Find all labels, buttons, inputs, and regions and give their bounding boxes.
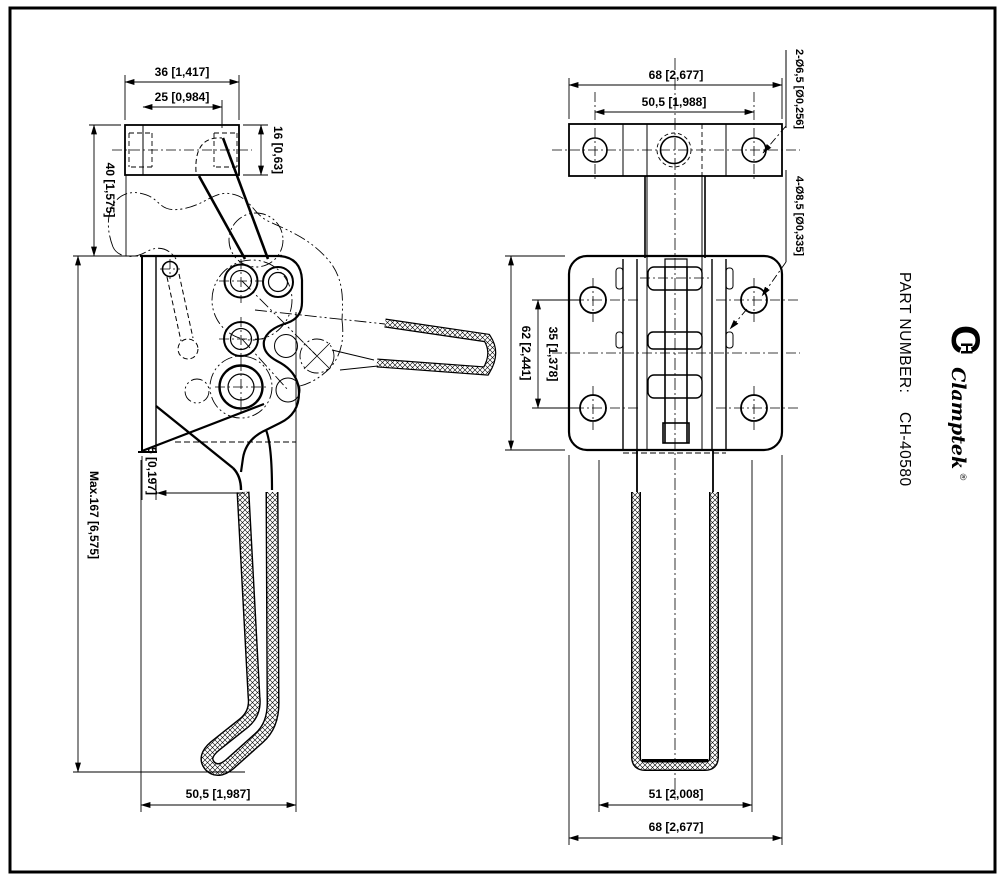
dim-base-depth: 50,5 [1,987] (186, 787, 251, 801)
part-number-label: PART NUMBER: (896, 272, 913, 393)
phantom-open-position (108, 192, 386, 419)
mounting-plate (552, 254, 800, 452)
latch-mechanism (615, 176, 734, 454)
logo-initial: C (943, 325, 987, 354)
dim-base-thickness: 5 [0,197] (145, 447, 159, 495)
dim-plate-height: 62 [2,441] (519, 326, 533, 381)
latch-hook (195, 137, 270, 260)
front-view: 68 [2,677] 50,5 [1,988] 2-Ø6,5 [Ø0,256] … (505, 49, 805, 845)
side-view: 36 [1,417] 25 [0,984] 16 [0,63] 40 [1,57… (73, 65, 497, 812)
svg-text:C H Clamptek: C H Clamptek ® (943, 325, 987, 481)
logo-initial-inner: H (957, 342, 976, 354)
sheet-border (8, 6, 997, 874)
phantom-handle-grip (331, 318, 497, 376)
latch-stem (644, 58, 706, 800)
note-plate-holes: 4-Ø8,5 [Ø0,335] (793, 176, 805, 256)
dim-keeper-width: 36 [1,417] (155, 65, 210, 79)
dim-overall-width-top: 68 [2,677] (649, 68, 704, 82)
title-block: PART NUMBER: CH-40580 C H Clamptek ® (896, 272, 987, 487)
front-view-dimensions (505, 50, 787, 845)
handle-grip-front (631, 450, 719, 771)
lever-plate (160, 254, 304, 473)
dim-grip-span: 51 [2,008] (649, 787, 704, 801)
dim-overall-width-bottom: 68 [2,677] (649, 820, 704, 834)
logo-name: Clamptek (947, 367, 969, 469)
dim-keeper-hole-spacing: 25 [0,984] (155, 90, 210, 104)
dim-keeper-offset: 40 [1,575] (103, 163, 117, 218)
dim-top-hole-spacing: 50,5 [1,988] (642, 95, 707, 109)
keeper-bar-front (552, 92, 800, 182)
dim-keeper-height: 16 [0,63] (271, 126, 285, 174)
handle-grip (155, 405, 280, 776)
side-view-dimensions (73, 75, 297, 812)
note-top-holes: 2-Ø6,5 [Ø0,256] (793, 49, 805, 129)
dim-max-length: Max.167 [6,575] (87, 471, 101, 559)
part-number-value: CH-40580 (896, 412, 913, 487)
logo-registered-mark: ® (958, 474, 968, 481)
dim-plate-hole-spacing: 35 [1,378] (546, 327, 560, 382)
base-plate-side (125, 175, 296, 453)
brand-logo: C H Clamptek ® (943, 325, 987, 481)
